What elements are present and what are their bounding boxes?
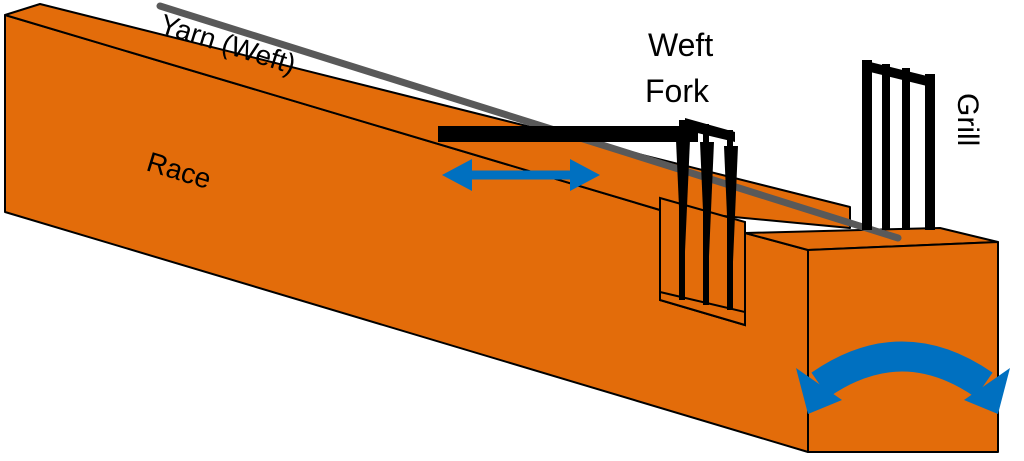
weft-fork-tine-3: [724, 146, 738, 308]
grill-label: Grill: [951, 93, 984, 146]
swing-arrow-icon: [796, 341, 1010, 414]
weft-fork-label-line2: Fork: [645, 73, 710, 109]
grill-bar-3: [902, 68, 910, 230]
grill-bar-1: [862, 60, 872, 230]
grill-frame-top: [862, 60, 935, 88]
weft-fork-tine-2: [700, 142, 714, 302]
grill-bar-4: [925, 74, 935, 230]
weft-fork-tine-1: [676, 140, 690, 296]
slide-arrow-icon: [442, 159, 600, 191]
grill: [862, 60, 935, 230]
grill-bar-2: [882, 64, 890, 230]
yarn-weft-line: [156, 2, 902, 242]
weft-fork-label-line1: Weft: [648, 27, 713, 63]
weft-fork: [438, 118, 738, 310]
weft-fork-bar: [438, 126, 698, 142]
